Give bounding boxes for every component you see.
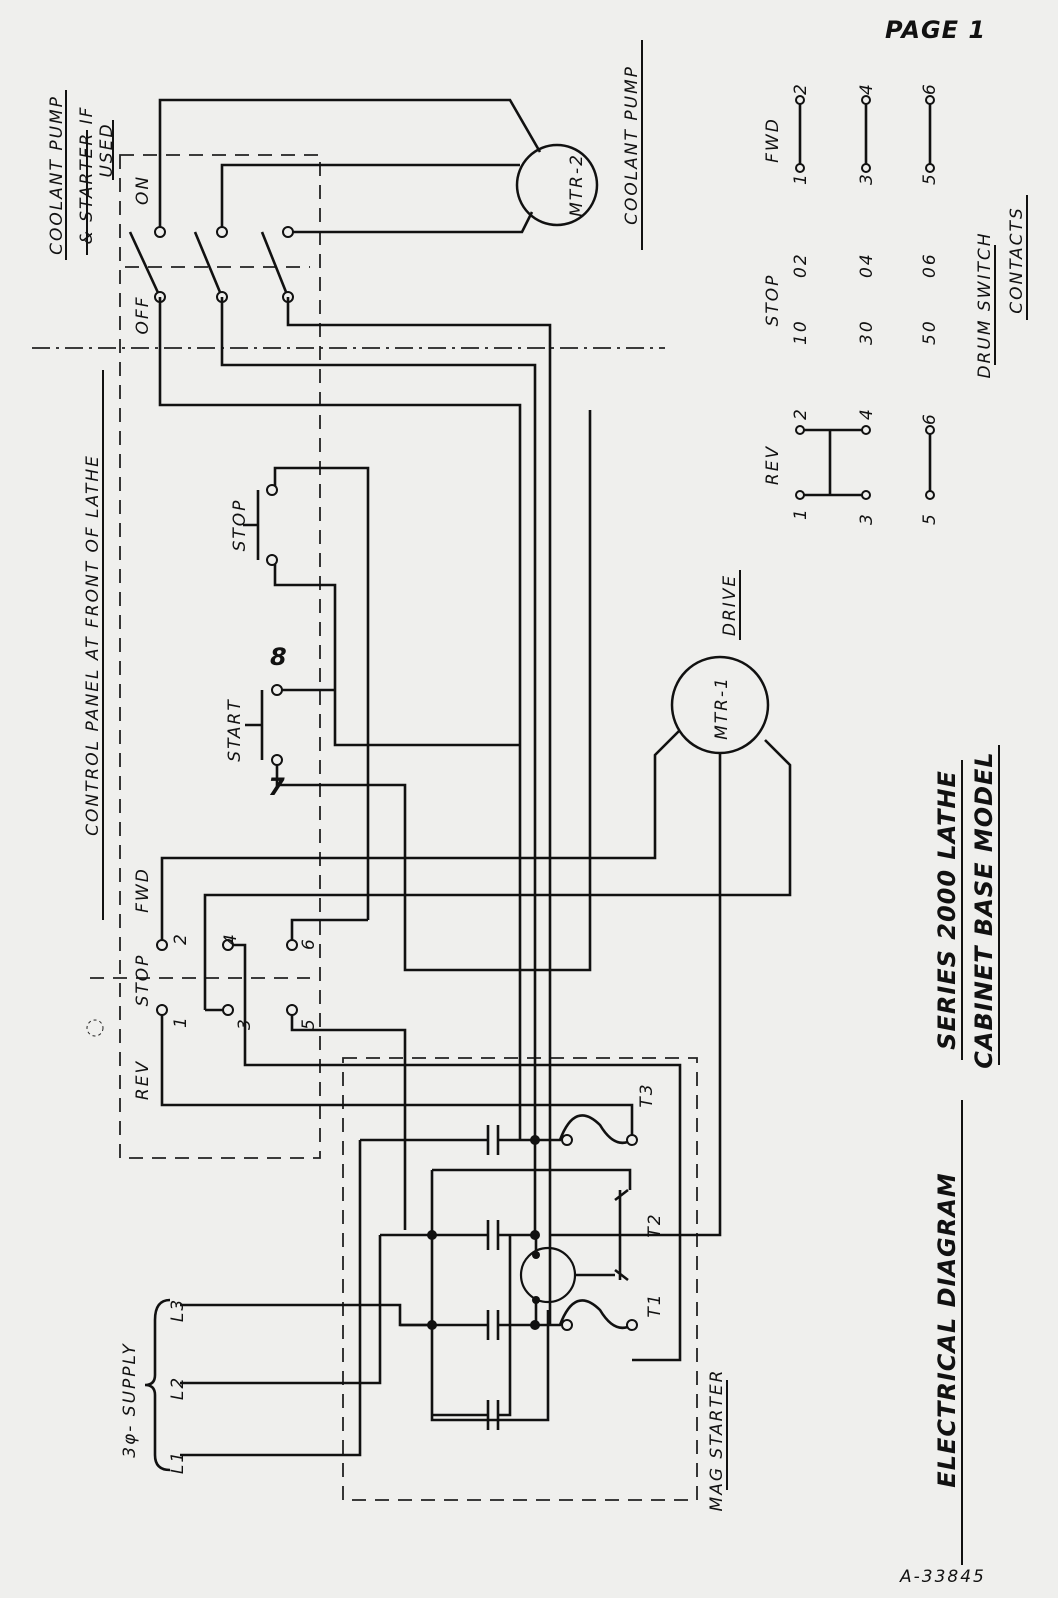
fwd-cell: 1	[791, 172, 811, 185]
mag-starter-boundary	[342, 1057, 698, 1501]
stop-cell: 30	[857, 319, 877, 345]
supply-l2-label: L2	[168, 1376, 188, 1400]
wire-coolant-3	[286, 297, 552, 1325]
coolant-pump-switch	[128, 98, 542, 303]
supply-l1-label: L1	[168, 1450, 188, 1474]
rev-cell: 4	[857, 407, 877, 420]
wire-drum2-mtr1	[160, 729, 681, 945]
mtr2-motor-symbol	[515, 143, 599, 227]
table-title-line2: CONTACTS	[1007, 206, 1027, 313]
stop-cell: 50	[920, 319, 940, 345]
mtr1-label: MTR-1	[712, 676, 732, 740]
rev-cell: 5	[920, 512, 940, 525]
table-rev-header: REV	[763, 445, 783, 485]
title-line3: CABINET BASE MODEL	[970, 751, 998, 1068]
supply-l3-label: L3	[168, 1298, 188, 1322]
wire-mtr1-t2	[550, 753, 722, 1237]
drum-fwd-label: FWD	[133, 867, 153, 913]
supply-brace	[144, 1298, 171, 1472]
stop-button-symbol	[243, 466, 370, 920]
fwd-cell: 4	[857, 82, 877, 95]
mtr1-caption: DRIVE	[720, 574, 740, 636]
wire-coolant-1	[158, 297, 522, 1140]
table-fwd-header: FWD	[763, 117, 783, 163]
rev-cell: 1	[791, 507, 811, 520]
terminal-8: 8	[270, 643, 288, 671]
table-stop-header: STOP	[763, 274, 783, 327]
drum-terminal-3: 3	[235, 1017, 255, 1030]
on-label: ON	[133, 175, 153, 205]
table-title-line1: DRUM SWITCH	[975, 231, 995, 378]
fwd-cell: 5	[920, 172, 940, 185]
fwd-cell: 6	[920, 82, 940, 95]
title-line2: SERIES 2000 LATHE	[933, 770, 961, 1050]
supply-l1-wire	[180, 1140, 362, 1457]
drum-terminal-2: 2	[171, 932, 191, 945]
drum-stop-label: STOP	[133, 954, 153, 1007]
drum-terminal-6: 6	[299, 937, 319, 950]
drum-switch	[156, 918, 682, 1362]
stop-button-label: STOP	[230, 499, 250, 552]
starter-t2-label: T2	[645, 1212, 665, 1237]
drum-contacts-table: REV STOP FWD 1 2 3 4 5 6 10 02 30 04 50 …	[763, 82, 1028, 525]
rev-cell: 6	[920, 412, 940, 425]
page-label: PAGE 1	[885, 16, 986, 44]
stop-cell: 10	[791, 319, 811, 345]
wire-coolant-2	[220, 297, 537, 1235]
control-panel-boundary	[119, 154, 321, 1159]
magnetic-starter	[360, 1114, 638, 1430]
start-button-label: START	[225, 698, 245, 761]
mag-starter-label: MAG STARTER	[707, 1369, 727, 1512]
drum-rev-label: REV	[133, 1060, 153, 1100]
off-label: OFF	[133, 296, 153, 335]
stop-cell: 06	[920, 252, 940, 278]
supply-l3-wire	[180, 1303, 432, 1327]
stop-cell: 02	[791, 252, 811, 278]
supply-l2-wire	[180, 1235, 382, 1385]
drum-switch-handle	[86, 1019, 104, 1037]
fwd-cell: 2	[791, 82, 811, 95]
drawing-number: A-33845	[899, 1567, 986, 1587]
supply-label: 3φ- SUPPLY	[120, 1342, 140, 1458]
wire-drum3-mtr1	[203, 739, 792, 1010]
fwd-cell: 3	[857, 172, 877, 185]
stop-cell: 04	[857, 252, 877, 278]
coolant-starter-line1: COOLANT PUMP	[47, 95, 67, 255]
drum-terminal-4: 4	[221, 932, 241, 945]
wire-start-holding	[333, 690, 520, 747]
rev-cell: 3	[857, 512, 877, 525]
drum-terminal-5: 5	[299, 1017, 319, 1030]
start-button-symbol	[245, 410, 592, 972]
rev-cell: 2	[791, 407, 811, 420]
mtr2-label: MTR-2	[567, 153, 587, 217]
starter-t1-label: T1	[645, 1292, 665, 1317]
starter-t3-label: T3	[637, 1082, 657, 1107]
control-panel-label: CONTROL PANEL AT FRONT OF LATHE	[83, 454, 103, 836]
drum-terminal-1: 1	[171, 1015, 191, 1028]
mtr2-caption: COOLANT PUMP	[622, 65, 642, 225]
title-line1: ELECTRICAL DIAGRAM	[933, 1172, 961, 1487]
terminal-7: 7	[268, 773, 286, 801]
